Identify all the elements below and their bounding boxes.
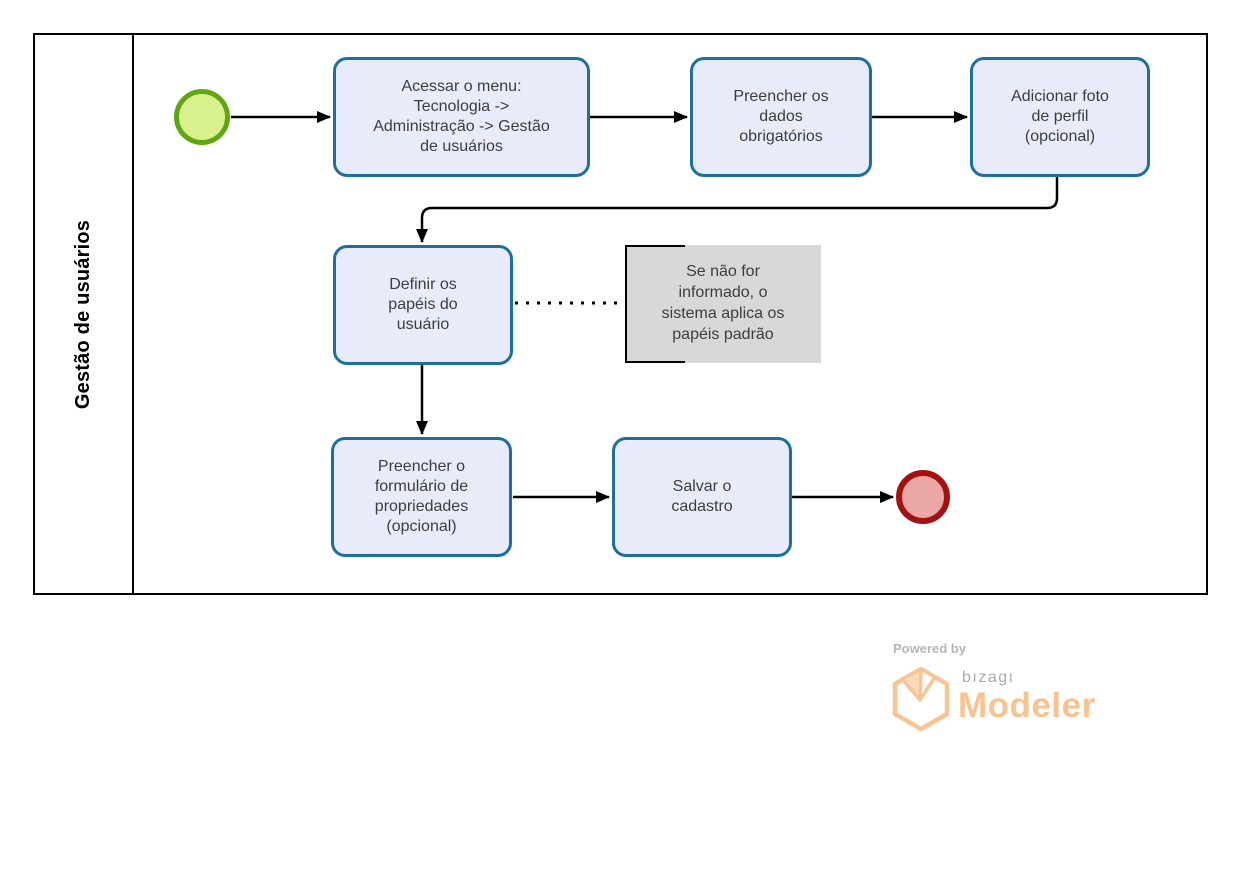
task-label: Salvar o cadastro — [671, 478, 733, 515]
task-label: Preencher o formulário de propriedades (… — [374, 458, 469, 535]
start-event[interactable] — [174, 89, 230, 145]
task-label: Acessar o menu: Tecnologia -> Administra… — [373, 78, 550, 155]
task-label: Preencher os dados obrigatórios — [733, 88, 829, 145]
annotation-bracket — [625, 245, 627, 363]
task-preencher-formulario-propriedades[interactable]: Preencher o formulário de propriedades (… — [331, 437, 512, 557]
bizagi-brand-text: bızagı — [962, 669, 1015, 686]
annotation-bracket — [625, 361, 685, 363]
task-adicionar-foto-perfil[interactable]: Adicionar foto de perfil (opcional) — [970, 57, 1150, 177]
task-label: Adicionar foto de perfil (opcional) — [1011, 88, 1109, 145]
bizagi-logo-icon — [892, 666, 950, 732]
task-preencher-dados-obrigatorios[interactable]: Preencher os dados obrigatórios — [690, 57, 872, 177]
lane-header: Gestão de usuários — [35, 35, 134, 593]
annotation-bracket — [625, 245, 685, 247]
task-label: Definir os papéis do usuário — [388, 276, 458, 333]
text-annotation[interactable]: Se não for informado, o sistema aplica o… — [625, 245, 821, 363]
task-acessar-menu[interactable]: Acessar o menu: Tecnologia -> Administra… — [333, 57, 590, 177]
annotation-label: Se não for informado, o sistema aplica o… — [661, 263, 785, 343]
task-salvar-cadastro[interactable]: Salvar o cadastro — [612, 437, 792, 557]
lane-label: Gestão de usuários — [72, 219, 94, 409]
powered-by-text: Powered by — [893, 641, 966, 656]
modeler-product-text: Modeler — [958, 686, 1096, 725]
task-definir-papeis-usuario[interactable]: Definir os papéis do usuário — [333, 245, 513, 365]
end-event[interactable] — [896, 470, 950, 524]
